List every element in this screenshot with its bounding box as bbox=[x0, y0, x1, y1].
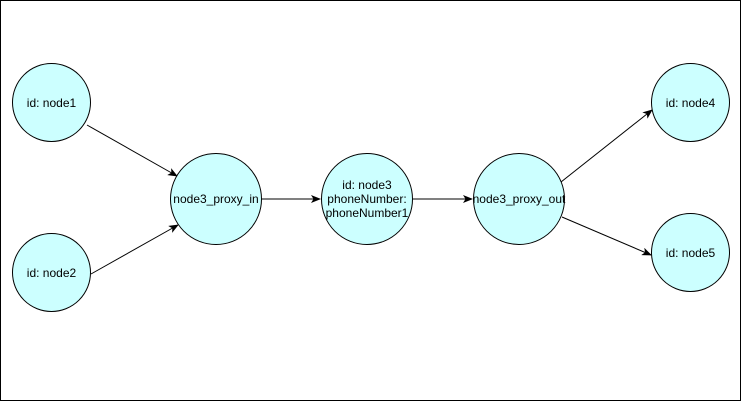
node-node1[interactable]: id: node1 bbox=[12, 63, 91, 142]
node-label: id: node2 bbox=[27, 266, 76, 280]
edge-proxy-out-to-node4 bbox=[560, 109, 653, 183]
node-label-line: id: node2 bbox=[26, 265, 77, 280]
node-label-line: node3_proxy_out bbox=[472, 192, 566, 206]
edge-node2-to-proxy-in bbox=[90, 224, 179, 275]
node-label-line: id: node4 bbox=[665, 95, 716, 110]
node-label-line: phoneNumber1 bbox=[325, 206, 409, 220]
edge-node1-to-proxy-in bbox=[86, 124, 178, 177]
node-label: id: node1 bbox=[27, 96, 76, 110]
node-node2[interactable]: id: node2 bbox=[12, 233, 91, 312]
node-node3[interactable]: id: node3 phoneNumber: phoneNumber1 bbox=[321, 153, 413, 245]
node-label: id: node4 bbox=[666, 96, 715, 110]
node-label-line: id: node1 bbox=[26, 95, 77, 110]
node-node3-proxy-in[interactable]: node3_proxy_in bbox=[170, 153, 262, 245]
node-label: node3_proxy_out bbox=[473, 192, 566, 206]
node-label-line: node3_proxy_in bbox=[173, 192, 259, 206]
node-node3-proxy-out[interactable]: node3_proxy_out bbox=[473, 153, 565, 245]
node-label-line: phoneNumber: bbox=[327, 192, 407, 206]
node-node4[interactable]: id: node4 bbox=[651, 63, 730, 142]
node-node5[interactable]: id: node5 bbox=[651, 213, 730, 292]
node-label-line: id: node5 bbox=[665, 245, 716, 260]
node-label-line: id: node3 bbox=[342, 178, 392, 192]
edge-proxy-out-to-node5 bbox=[561, 216, 652, 256]
node-label: node3_proxy_in bbox=[173, 192, 258, 206]
node-label: id: node3 phoneNumber: phoneNumber1 bbox=[326, 178, 409, 220]
node-label: id: node5 bbox=[666, 246, 715, 260]
